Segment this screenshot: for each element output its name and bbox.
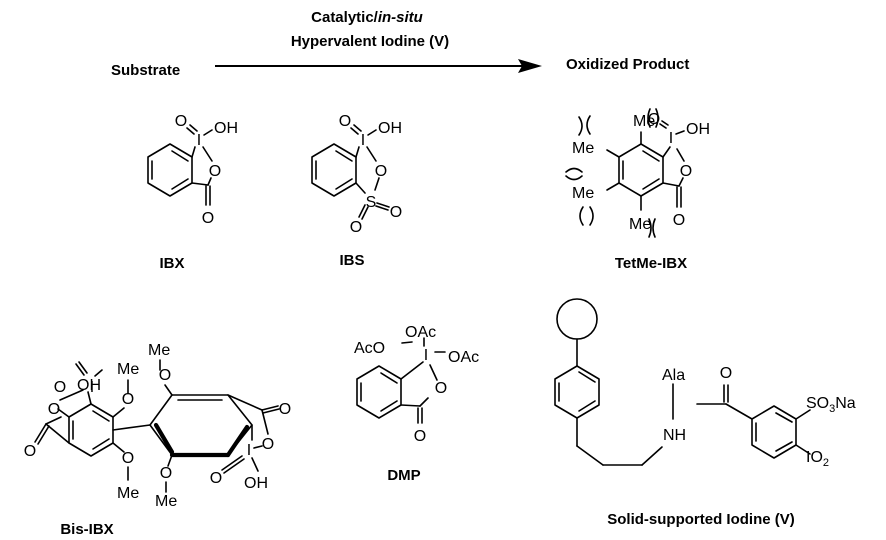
ibx-iodine: I <box>197 132 201 149</box>
ibs-sulfonyl-oxygen-1: O <box>350 219 362 236</box>
tetme-ibx-structure: I O OH O O Me Me Me Me <box>565 108 710 238</box>
bis-ibx-right-methoxy-top-me: Me <box>148 342 170 359</box>
catalyst-label-line1: Catalytic/in-situ <box>311 9 423 26</box>
tetme-ibx-label: TetMe-IBX <box>615 255 687 272</box>
resin-bead <box>556 298 598 340</box>
tetme-ibx-methyl-upper-left: Me <box>572 140 594 157</box>
tetme-ibx-methyl-lower-left: Me <box>572 185 594 202</box>
bis-ibx-label: Bis-IBX <box>60 521 113 538</box>
solid-amine: NH <box>663 427 686 444</box>
bis-ibx-right-methoxy-bottom-me: Me <box>155 493 177 510</box>
tetme-ibx-methyl-bottom: Me <box>629 216 651 233</box>
dmp-carbonyl-oxygen: O <box>414 428 426 445</box>
bis-ibx-right-hydroxy: OH <box>244 475 268 492</box>
dmp-acetoxy-top: OAc <box>405 324 436 341</box>
bis-ibx-right-ring-oxygen: O <box>262 436 274 453</box>
ibs-hydroxy: OH <box>378 120 402 137</box>
bis-ibx-right-carbonyl-oxygen: O <box>279 401 291 418</box>
ibx-ring-oxygen: O <box>209 163 221 180</box>
ibs-iodine: I <box>361 132 365 149</box>
ibx-hydroxy: OH <box>214 120 238 137</box>
bis-ibx-left-oxo: O <box>54 379 66 396</box>
bis-ibx-left-methoxy-top-me: Me <box>117 361 139 378</box>
tetme-ibx-ring-oxygen: O <box>680 163 692 180</box>
substrate-label: Substrate <box>111 62 180 79</box>
dmp-acetoxy-left: AcO <box>354 340 385 357</box>
bis-ibx-right-iodine: I <box>247 442 251 459</box>
ibs-structure: I O OH O S O O <box>311 113 402 236</box>
tetme-ibx-hydroxy: OH <box>686 121 710 138</box>
bis-ibx-left-ring-oxygen: O <box>48 401 60 418</box>
dmp-ring-oxygen: O <box>435 380 447 397</box>
bis-ibx-structure: O OH I O O O Me O Me O Me O Me O O I O O… <box>24 342 291 510</box>
solid-sulfonate: SO3Na <box>806 395 856 415</box>
product-label: Oxidized Product <box>566 56 689 73</box>
catalyst-label-line2: Hypervalent Iodine (V) <box>291 33 449 50</box>
solid-supported-structure: O Ala NH SO3Na IO2 <box>554 298 856 469</box>
tetme-ibx-carbonyl-oxygen: O <box>673 212 685 229</box>
bis-ibx-left-hydroxy: OH <box>77 377 101 394</box>
ibx-oxo: O <box>175 113 187 130</box>
bis-ibx-left-methoxy-top-o: O <box>122 391 134 408</box>
dmp-iodine: I <box>424 347 428 364</box>
bis-ibx-left-carbonyl-oxygen: O <box>24 443 36 460</box>
dmp-acetoxy-right: OAc <box>448 349 479 366</box>
dmp-structure: I OAc AcO OAc O O <box>354 324 479 445</box>
steric-clash-marks <box>565 108 659 238</box>
solid-alanine: Ala <box>662 367 685 384</box>
ibx-label: IBX <box>159 255 184 272</box>
bis-ibx-left-methoxy-bottom-me: Me <box>117 485 139 502</box>
reaction-arrow <box>215 59 542 73</box>
solid-supported-label: Solid-supported Iodine (V) <box>607 511 795 528</box>
ibs-sulfur: S <box>366 194 377 211</box>
bis-ibx-right-methoxy-bottom-o: O <box>160 465 172 482</box>
tetme-ibx-methyl-top: Me <box>633 113 655 130</box>
ibs-sulfonyl-oxygen-2: O <box>390 204 402 221</box>
bis-ibx-right-oxo: O <box>210 470 222 487</box>
ibs-ring-oxygen: O <box>375 163 387 180</box>
solid-iodyl: IO2 <box>806 449 829 469</box>
solid-carbonyl-oxygen: O <box>720 365 732 382</box>
ibs-oxo: O <box>339 113 351 130</box>
ibs-label: IBS <box>339 252 364 269</box>
bis-ibx-left-iodine: I <box>90 379 94 396</box>
bis-ibx-right-methoxy-top-o: O <box>159 367 171 384</box>
dmp-label: DMP <box>387 467 420 484</box>
tetme-ibx-iodine: I <box>669 130 673 147</box>
bis-ibx-left-methoxy-bottom-o: O <box>122 450 134 467</box>
ibx-carbonyl-oxygen: O <box>202 210 214 227</box>
ibx-structure: I O OH O O <box>147 113 238 227</box>
